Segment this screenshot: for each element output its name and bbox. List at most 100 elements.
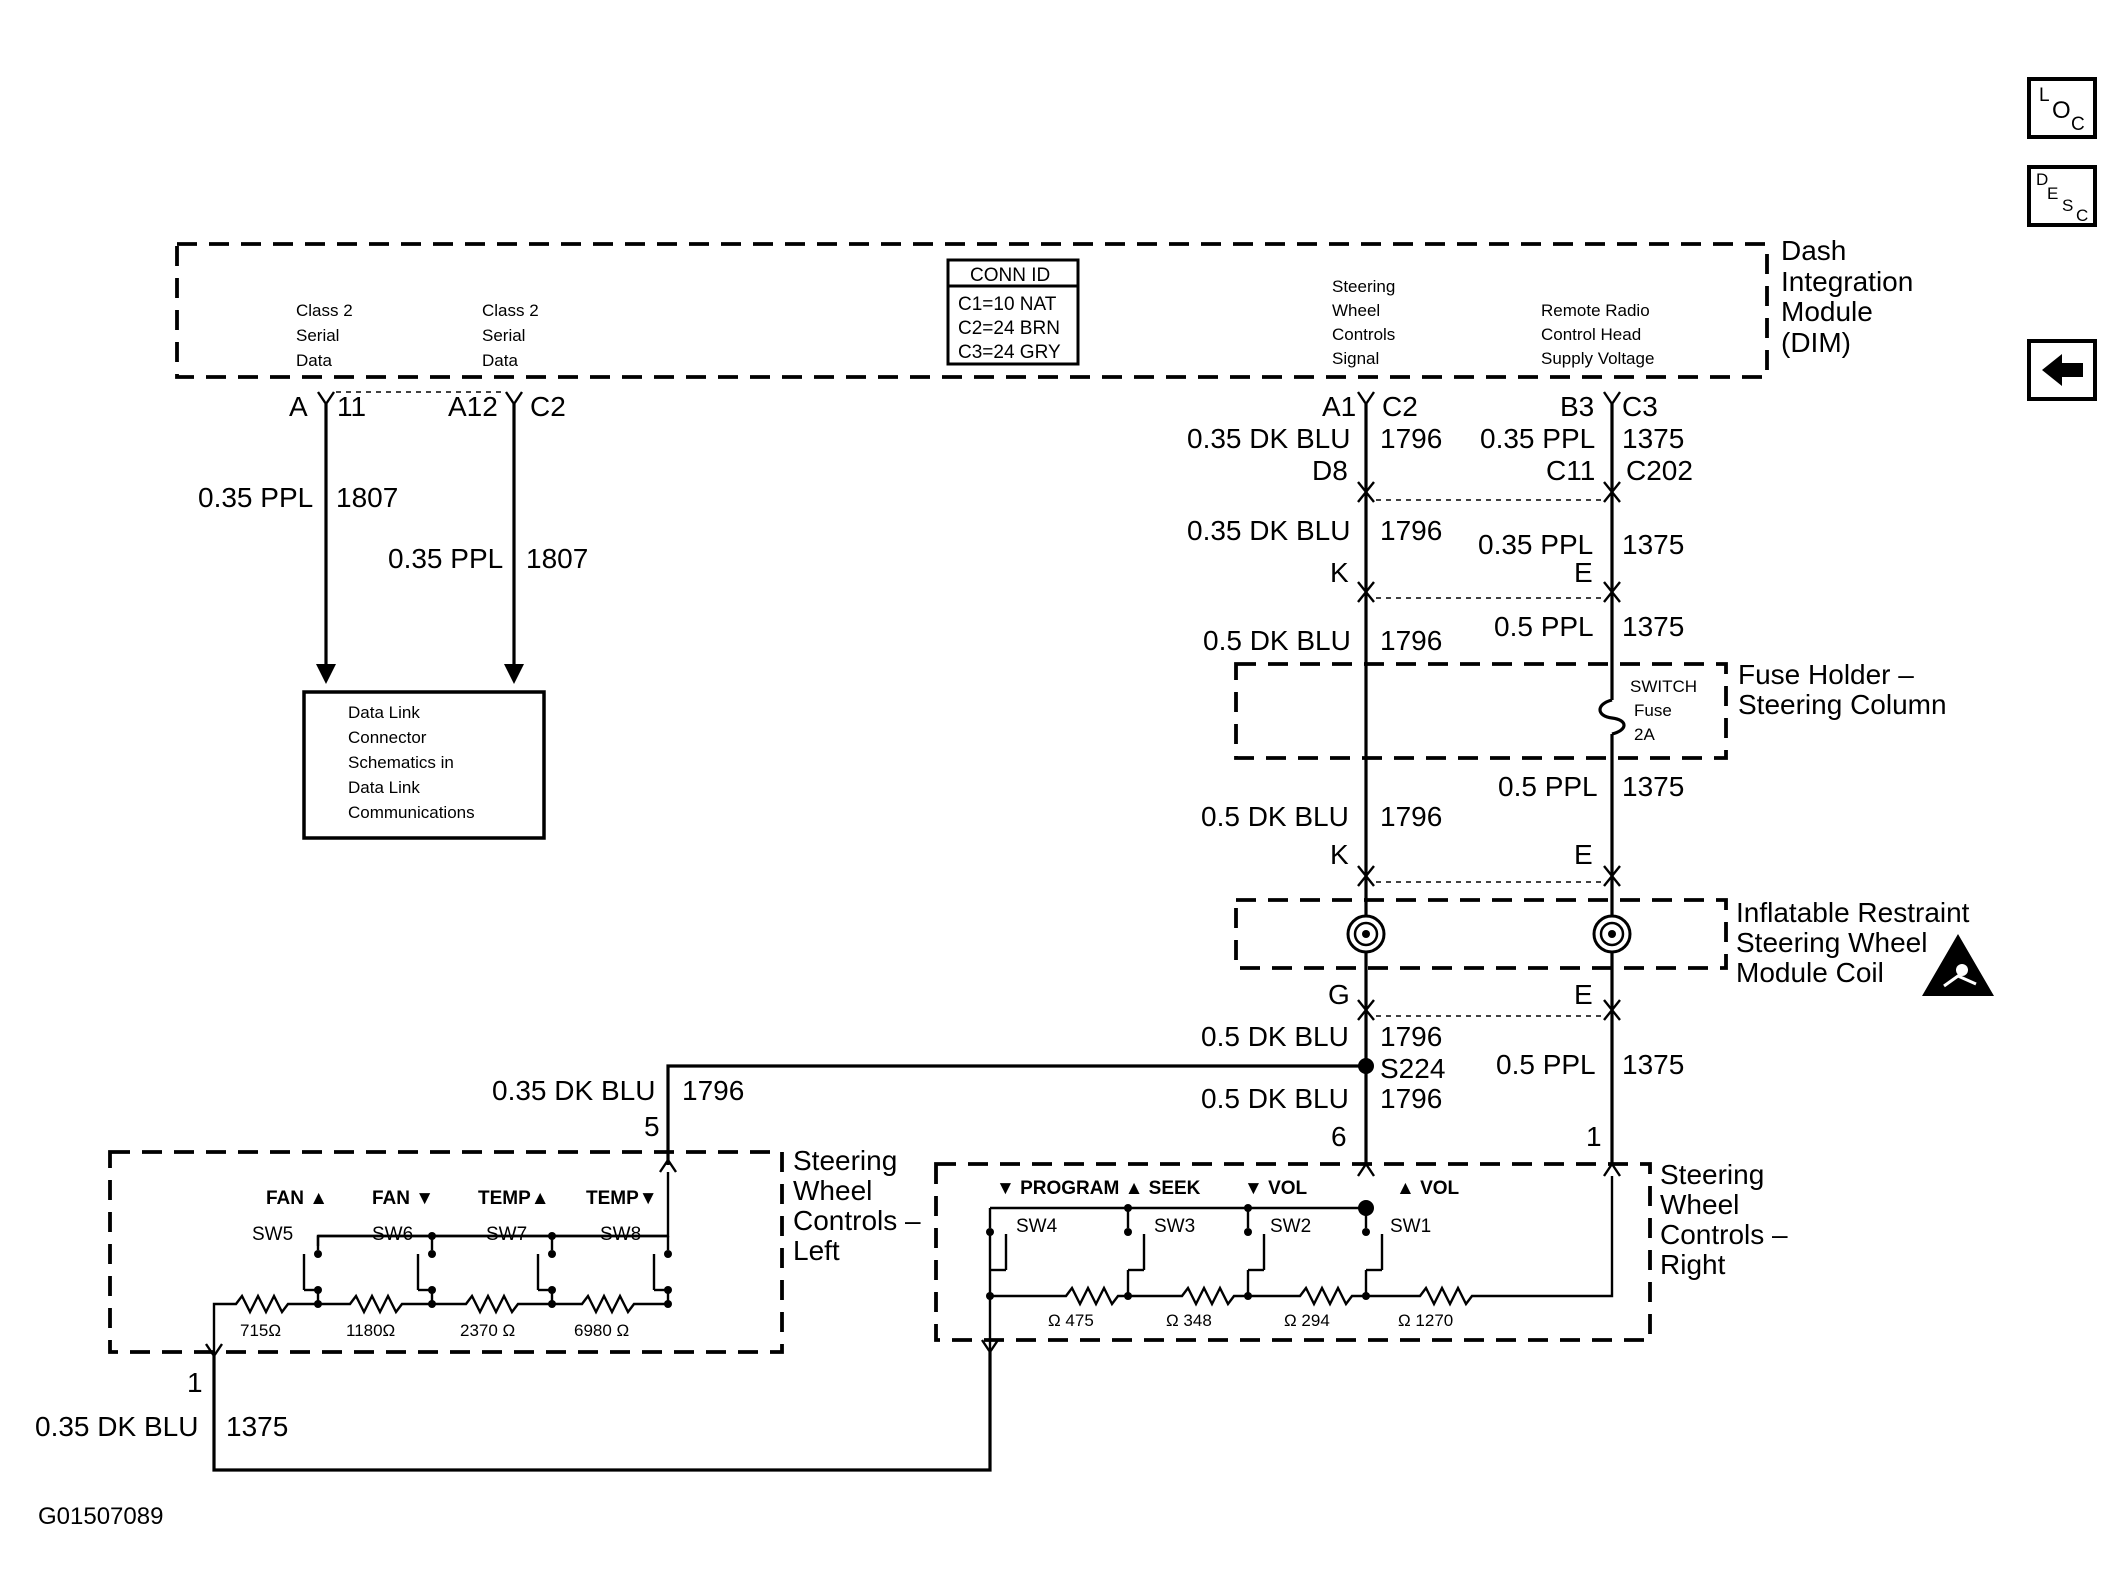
swc-signal-1: Steering <box>1332 277 1395 296</box>
left-bottom-gauge: 0.35 DK BLU <box>35 1411 198 1442</box>
resistor-294: Ω 294 <box>1284 1311 1330 1330</box>
pin-5-label: 5 <box>644 1111 660 1142</box>
class2-b-2: Serial <box>482 326 525 345</box>
swc-signal-3: Controls <box>1332 325 1395 344</box>
fuse-holder-box <box>1234 662 1728 760</box>
resistor-1180: 1180Ω <box>346 1321 395 1340</box>
pin-11-label: 11 <box>337 391 366 422</box>
resistor-475: Ω 475 <box>1048 1311 1094 1330</box>
left-bottom-circuit: 1375 <box>226 1411 288 1442</box>
wire-circuit-10: 1375 <box>1622 1049 1684 1080</box>
clockspring-coil-icon <box>1346 914 1386 954</box>
resistor-2370: 2370 Ω <box>460 1321 515 1340</box>
wire-circuit-11: 1796 <box>1380 1083 1442 1114</box>
sw1-label: SW1 <box>1390 1216 1431 1237</box>
wire-gauge-9: 0.5 DK BLU <box>1201 1021 1349 1052</box>
sw3-label: SW3 <box>1154 1216 1195 1237</box>
wire-gauge-1: 0.35 DK BLU <box>1187 423 1350 454</box>
fuse-label-1: SWITCH <box>1630 677 1697 696</box>
dim-module-box <box>175 242 1769 379</box>
class2-a-2: Serial <box>296 326 339 345</box>
sw8-label: SW8 <box>600 1224 641 1245</box>
switch-sw2 <box>1244 1208 1266 1272</box>
wire2-gauge: 0.35 PPL <box>388 543 503 574</box>
wire-gauge-8: 0.5 DK BLU <box>1201 801 1349 832</box>
conn-id-header: CONN ID <box>970 265 1050 286</box>
wire-circuit-8: 1796 <box>1380 801 1442 832</box>
pin-k-label-1: K <box>1330 557 1349 588</box>
dlc-line-2: Connector <box>348 728 427 747</box>
conn-id-line-1: C1=10 NAT <box>958 294 1057 315</box>
dim-title-3: Module <box>1781 296 1873 327</box>
resistor-348: Ω 348 <box>1166 1311 1212 1330</box>
right-controls-box <box>934 1162 1652 1342</box>
pin-e-label-3: E <box>1574 979 1593 1010</box>
swc-signal-label: Steering Wheel Controls Signal <box>1332 277 1395 368</box>
wire-circuit-6: 1375 <box>1622 611 1684 642</box>
class2-a-1: Class 2 <box>296 301 353 320</box>
conn-id-table: CONN ID C1=10 NAT C2=24 BRN C3=24 GRY <box>946 258 1080 366</box>
sw4-label: SW4 <box>1016 1216 1058 1237</box>
conn-c3-label: C3 <box>1622 391 1658 422</box>
right-controls-title-4: Right <box>1660 1249 1726 1280</box>
remote-radio-3: Supply Voltage <box>1541 349 1654 368</box>
class2-a-3: Data <box>296 351 332 370</box>
connector-ke-2 <box>1357 865 1621 887</box>
resistor-715: 715Ω <box>240 1321 281 1340</box>
right-switch-contacts <box>986 1200 1384 1272</box>
remote-radio-label: Remote Radio Control Head Supply Voltage <box>1541 301 1654 368</box>
pin-c11-label: C11 <box>1546 455 1595 486</box>
wire-circuit-3: 1796 <box>1380 515 1442 546</box>
class2-b-1: Class 2 <box>482 301 539 320</box>
switch-label-vol-up: ▲ VOL <box>1396 1178 1460 1199</box>
dim-title-2: Integration <box>1781 266 1913 297</box>
left-controls-title-2: Wheel <box>793 1175 872 1206</box>
loc-button[interactable]: L O C <box>2027 77 2097 139</box>
pin-d8-label: D8 <box>1312 455 1348 486</box>
left-top-circuit: 1796 <box>682 1075 744 1106</box>
remote-radio-2: Control Head <box>1541 325 1641 344</box>
switch-label-fan-down: FAN ▼ <box>372 1188 434 1209</box>
switch-sw7 <box>536 1236 556 1304</box>
wire-gauge-2: 0.35 PPL <box>1480 423 1595 454</box>
sw7-label: SW7 <box>486 1224 527 1245</box>
coil-title-2: Steering Wheel <box>1736 927 1927 958</box>
pin-1-right-label: 1 <box>1586 1121 1602 1152</box>
right-controls-title-2: Wheel <box>1660 1189 1739 1220</box>
pin-e-label-1: E <box>1574 557 1593 588</box>
dlc-reference-box[interactable]: Data Link Connector Schematics in Data L… <box>302 690 546 840</box>
wire-circuit-5: 1796 <box>1380 625 1442 656</box>
swc-signal-2: Wheel <box>1332 301 1380 320</box>
figure-id: G01507089 <box>38 1503 163 1530</box>
switch-sw6 <box>416 1236 436 1304</box>
left-resistor-ladder: 715Ω 1180Ω 2370 Ω 6980 Ω <box>212 1293 672 1340</box>
left-controls-title-3: Controls – <box>793 1205 921 1236</box>
switch-sw3 <box>1124 1208 1146 1272</box>
pin-g-label: G <box>1328 979 1350 1010</box>
pin-6-label: 6 <box>1331 1121 1347 1152</box>
wire-gauge-6: 0.5 PPL <box>1494 611 1594 642</box>
left-controls-title-4: Left <box>793 1235 840 1266</box>
conn-c202-label: C202 <box>1626 455 1693 486</box>
connector-c3-b3 <box>1603 391 1621 407</box>
dlc-line-5: Communications <box>348 803 475 822</box>
wire-gauge-5: 0.5 DK BLU <box>1203 625 1351 656</box>
dlc-line-4: Data Link <box>348 778 420 797</box>
desc-button[interactable]: D E S C <box>2027 165 2097 227</box>
back-button[interactable] <box>2027 339 2097 401</box>
left-switch-contacts <box>302 1232 672 1304</box>
left-switch-labels: FAN ▲ FAN ▼ TEMP▲ TEMP▼ SW5 SW6 SW7 SW8 <box>252 1188 658 1245</box>
pin-5-connector <box>659 1157 677 1173</box>
back-arrow-icon <box>2042 354 2083 386</box>
loc-letter-l: L <box>2039 85 2050 106</box>
arrow-down-icon <box>316 664 336 684</box>
wire1-gauge: 0.35 PPL <box>198 482 313 513</box>
swc-signal-4: Signal <box>1332 349 1379 368</box>
fuse-holder-title-2: Steering Column <box>1738 689 1947 720</box>
class2-b-3: Data <box>482 351 518 370</box>
pin-a12-label: A12 <box>448 391 498 422</box>
sw5-label: SW5 <box>252 1224 293 1245</box>
sw2-label: SW2 <box>1270 1216 1311 1237</box>
wire-gauge-11: 0.5 DK BLU <box>1201 1083 1349 1114</box>
